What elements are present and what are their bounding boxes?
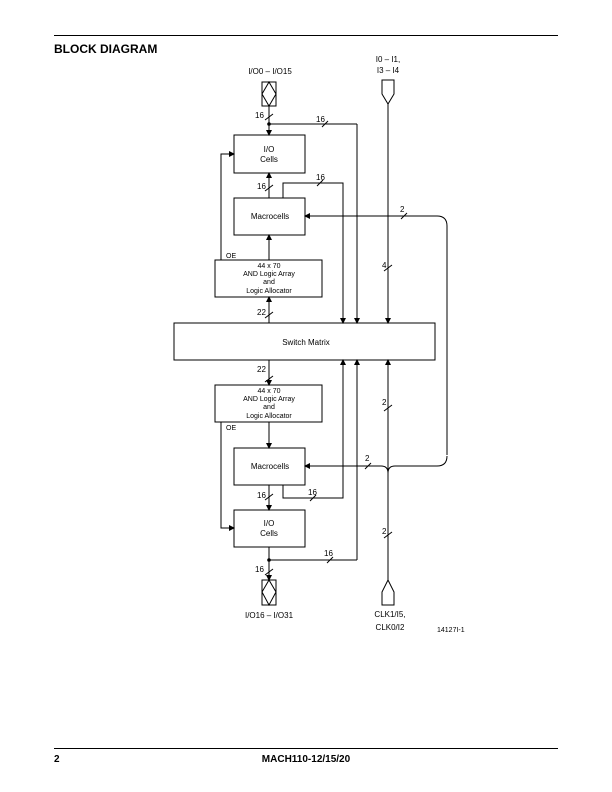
svg-text:16: 16	[255, 111, 264, 120]
page-number: 2	[54, 754, 60, 765]
svg-text:I/O: I/O	[264, 145, 275, 154]
svg-text:Switch Matrix: Switch Matrix	[282, 338, 330, 347]
svg-text:Logic Allocator: Logic Allocator	[246, 288, 292, 295]
svg-text:16: 16	[316, 173, 325, 182]
svg-text:16: 16	[308, 488, 317, 497]
svg-text:2: 2	[382, 527, 387, 536]
bus-labels: 16 16 16 16 22 2 4 22 2 2 16 16 2 16 16	[255, 111, 405, 574]
svg-text:16: 16	[255, 565, 264, 574]
and-array-bottom: 44 x 70 AND Logic Array and Logic Alloca…	[214, 384, 323, 423]
svg-text:4: 4	[382, 261, 387, 270]
svg-text:AND Logic Array: AND Logic Array	[243, 396, 295, 403]
io-cells-top: I/O Cells	[233, 134, 306, 174]
bus-ticks	[264, 113, 408, 576]
switch-matrix: Switch Matrix	[173, 322, 436, 361]
header-rule	[54, 35, 558, 36]
and-array-top: 44 x 70 AND Logic Array and Logic Alloca…	[214, 259, 323, 298]
io-cells-bottom: I/O Cells	[233, 509, 306, 548]
svg-text:22: 22	[257, 365, 266, 374]
oe-label-top: OE	[226, 253, 236, 260]
figure-id: 14127I-1	[437, 627, 465, 634]
svg-text:2: 2	[382, 398, 387, 407]
svg-text:Logic Allocator: Logic Allocator	[246, 413, 292, 420]
svg-text:Cells: Cells	[260, 155, 278, 164]
svg-text:16: 16	[257, 182, 266, 191]
wires-top	[220, 104, 448, 455]
svg-text:Cells: Cells	[260, 529, 278, 538]
footer-rule	[54, 748, 558, 749]
svg-text:I/O: I/O	[264, 519, 275, 528]
io-bottom-pin	[261, 579, 277, 607]
page-title: BLOCK DIAGRAM	[54, 42, 158, 56]
svg-text:16: 16	[324, 549, 333, 558]
document-title: MACH110-12/15/20	[261, 754, 351, 765]
svg-text:44 x 70: 44 x 70	[258, 263, 281, 270]
clk-label-2: CLK0/I2	[376, 623, 405, 632]
svg-text:2: 2	[365, 454, 370, 463]
svg-text:16: 16	[257, 491, 266, 500]
inputs-label-2: I3 – I4	[377, 66, 400, 75]
svg-text:44 x 70: 44 x 70	[258, 388, 281, 395]
io-bottom-label: I/O16 – I/O31	[245, 611, 294, 620]
oe-label-bottom: OE	[226, 425, 236, 432]
macrocells-top: Macrocells	[233, 197, 306, 236]
inputs-label-1: I0 – I1,	[376, 55, 400, 64]
clock-pin-bottom	[381, 578, 395, 606]
svg-text:16: 16	[316, 115, 325, 124]
input-pin-top	[381, 79, 395, 105]
svg-text:2: 2	[400, 205, 405, 214]
io-top-label: I/O0 – I/O15	[248, 67, 292, 76]
svg-text:Macrocells: Macrocells	[251, 462, 289, 471]
svg-text:Macrocells: Macrocells	[251, 212, 289, 221]
io-top-pin	[261, 81, 277, 107]
svg-text:AND Logic Array: AND Logic Array	[243, 271, 295, 278]
svg-text:and: and	[263, 404, 275, 411]
svg-text:22: 22	[257, 308, 266, 317]
clk-label-1: CLK1/I5,	[374, 610, 405, 619]
svg-text:and: and	[263, 279, 275, 286]
macrocells-bottom: Macrocells	[233, 447, 306, 486]
